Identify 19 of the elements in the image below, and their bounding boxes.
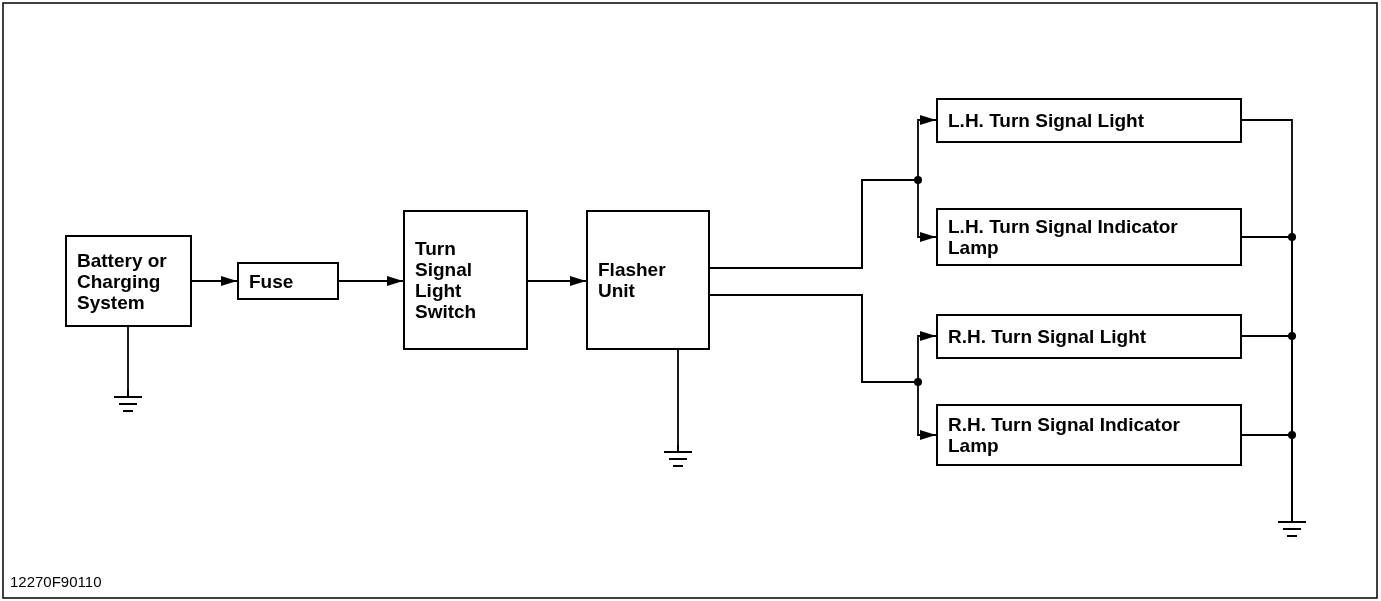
ground-symbol — [113, 390, 143, 412]
component-box: R.H. Turn Signal Light — [936, 314, 1242, 359]
ground-symbol — [663, 445, 693, 467]
component-box: Fuse — [237, 262, 339, 300]
figure-code: 12270F90110 — [10, 573, 102, 590]
arrow — [527, 276, 587, 286]
arrow — [709, 294, 937, 440]
component-box: Flasher Unit — [586, 210, 710, 350]
arrow — [338, 276, 404, 286]
wire — [677, 349, 679, 446]
component-box: Turn Signal Light Switch — [403, 210, 528, 350]
ground-symbol — [1277, 515, 1307, 537]
arrow — [191, 276, 238, 286]
component-box: L.H. Turn Signal Light — [936, 98, 1242, 143]
component-box: L.H. Turn Signal Indicator Lamp — [936, 208, 1242, 266]
wire — [1241, 434, 1293, 516]
component-box: R.H. Turn Signal Indicator Lamp — [936, 404, 1242, 466]
wire — [127, 326, 129, 391]
component-box: Battery or Charging System — [65, 235, 192, 327]
